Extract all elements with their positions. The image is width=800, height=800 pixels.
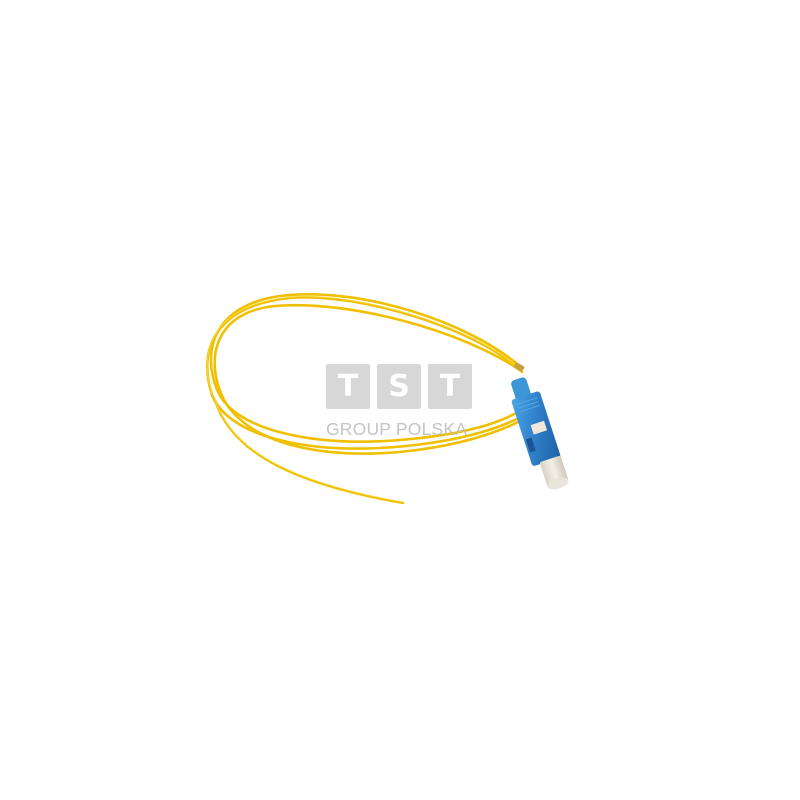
yellow-fiber-cable-highlight <box>206 295 523 503</box>
crimp-ring <box>513 362 525 372</box>
sc-connector <box>511 377 569 490</box>
yellow-fiber-cable <box>205 293 532 505</box>
